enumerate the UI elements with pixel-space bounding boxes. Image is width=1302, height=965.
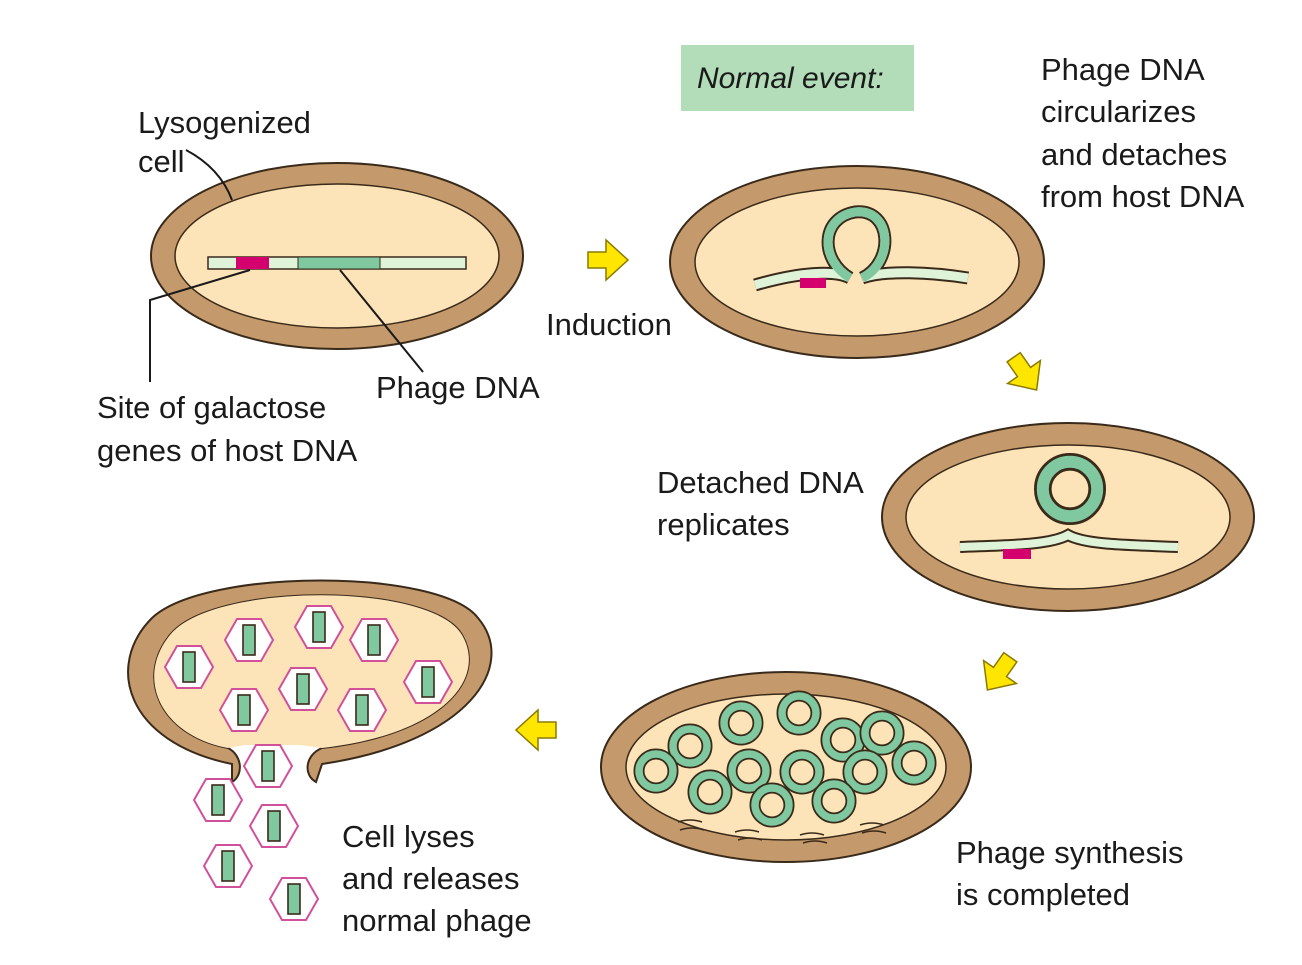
lysogenized-cell: [150, 162, 524, 350]
lysing-cell: [127, 579, 493, 921]
fragmented-host-dna: [677, 819, 887, 844]
synthesis-cell: [600, 671, 972, 863]
phage-dna-label: Phage DNA: [376, 370, 540, 405]
arrow-to-synthesis-icon: [970, 645, 1028, 703]
circularizing-cell: [669, 165, 1045, 359]
host-chromosome: [207, 256, 467, 270]
phage-synthesis-label: Phage synthesis is completed: [956, 835, 1192, 912]
replicates-label: Detached DNA replicates: [657, 465, 871, 542]
leader-galactose-site: [149, 269, 251, 382]
galactose-site-label: Site of galactose genes of host DNA: [97, 390, 358, 468]
galactose-site-2: [800, 278, 826, 288]
galactose-site-3: [1003, 549, 1031, 559]
replicating-cell: [881, 422, 1255, 612]
normal-event-label: Normal event:: [697, 62, 884, 95]
normal-event-header: Normal event:: [681, 45, 914, 111]
detaching-phage-loop: [753, 205, 970, 292]
cell-lyses-label: Cell lyses and releases normal phage: [342, 819, 532, 938]
integrated-phage-dna: [297, 256, 381, 270]
lysogenized-cell-label: Lysogenized cell: [138, 105, 320, 179]
leader-phage-dna: [339, 269, 424, 373]
leader-cell: [185, 149, 233, 201]
circularizes-label: Phage DNA circularizes and detaches from…: [1041, 52, 1245, 214]
arrow-to-replication-icon: [996, 345, 1054, 403]
induction-label: Induction: [546, 307, 672, 342]
arrow-to-lysis-icon: [515, 709, 557, 751]
galactose-site: [236, 257, 269, 269]
arrow-induction-icon: [587, 239, 629, 281]
